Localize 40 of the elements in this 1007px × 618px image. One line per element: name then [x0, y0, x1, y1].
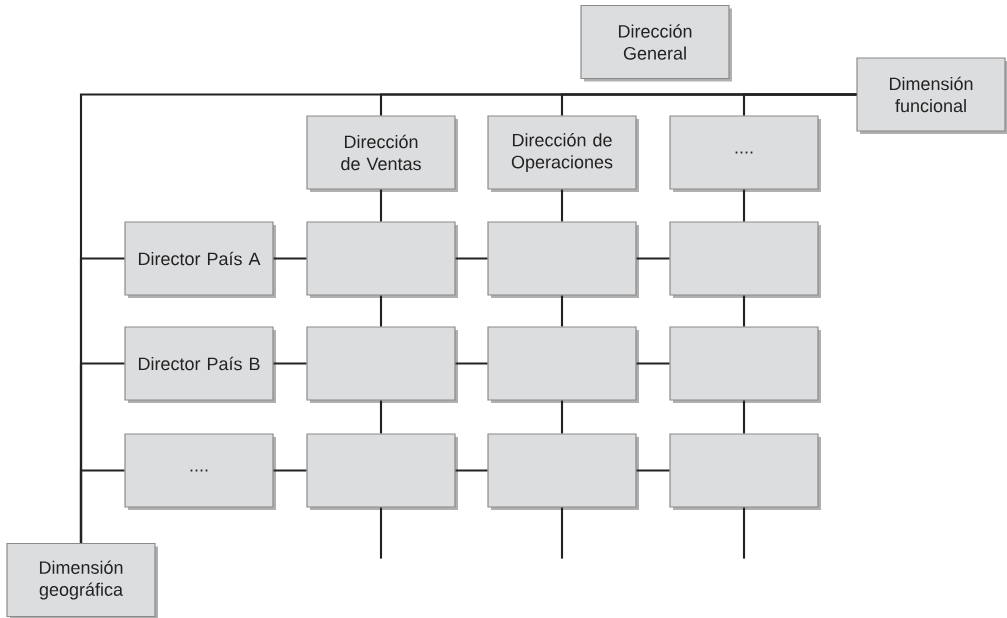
connector-line [636, 257, 670, 260]
empty-box [487, 326, 639, 403]
connector-line [379, 295, 383, 327]
label-box: Dirección de Operaciones [487, 115, 639, 192]
empty-box [306, 221, 458, 298]
label-box: Director País B [124, 326, 276, 403]
empty-box [487, 433, 639, 510]
label-box: Dimensión geográfica [6, 542, 158, 618]
empty-box [487, 221, 639, 298]
label-box: .... [124, 433, 276, 510]
connector-line [560, 189, 564, 222]
connector-line [560, 400, 564, 434]
connector-line [636, 362, 670, 365]
connector-line [455, 469, 488, 472]
connector-line [273, 257, 307, 260]
connector-line [742, 189, 746, 222]
connector-line [79, 469, 125, 543]
empty-box [669, 433, 821, 510]
connector-line [273, 362, 307, 365]
connector-line [560, 507, 564, 559]
connector-line [636, 469, 670, 472]
empty-box [669, 221, 821, 298]
connector-line [560, 295, 564, 327]
connector-line [742, 507, 746, 559]
connector-line [742, 400, 746, 434]
label-box: .... [669, 115, 821, 192]
connector-line [455, 362, 488, 365]
label-box: Dirección de Ventas [306, 115, 458, 192]
connector-line [379, 400, 383, 434]
connector-line [273, 469, 307, 472]
connector-line [379, 507, 383, 559]
connector-line [455, 257, 488, 260]
connector-line [379, 189, 383, 222]
label-box: Dirección General [580, 4, 732, 82]
empty-box [306, 433, 458, 510]
label-box: Dimensión funcional [856, 57, 1007, 134]
connector-line [742, 295, 746, 327]
empty-box [306, 326, 458, 403]
label-box: Director País A [124, 221, 276, 298]
empty-box [669, 326, 821, 403]
